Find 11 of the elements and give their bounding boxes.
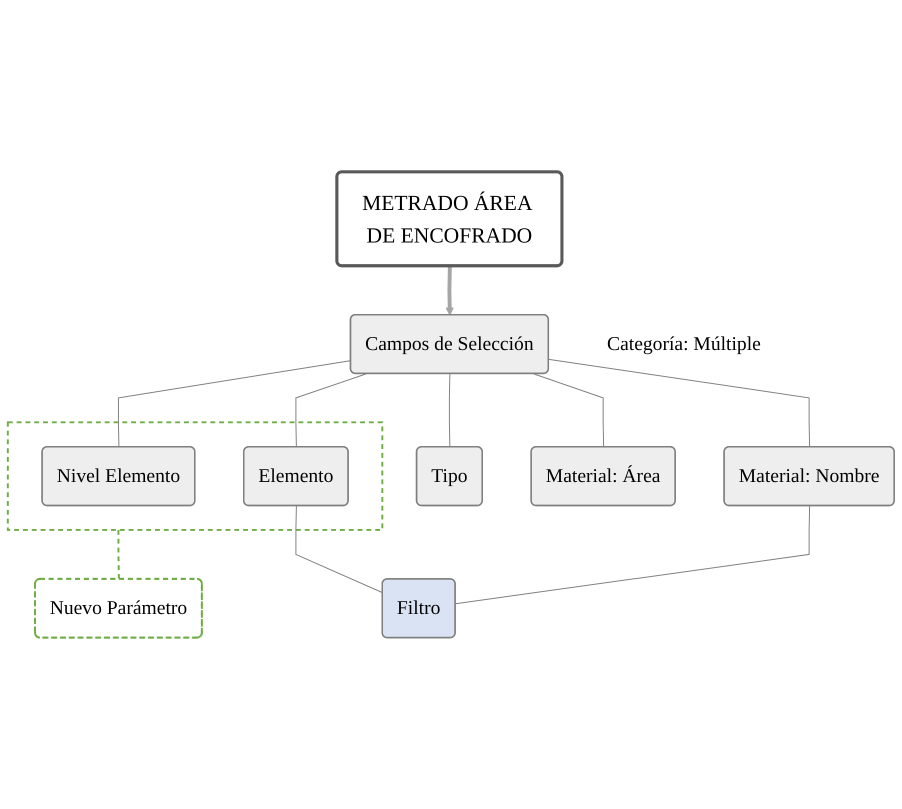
connector (548, 358, 810, 448)
arrow (445, 266, 454, 316)
node-label: Categoría: Múltiple (607, 333, 761, 355)
connector (118, 360, 352, 448)
connector (295, 373, 367, 448)
cluster (6, 421, 384, 531)
connector (448, 373, 450, 448)
connector (455, 505, 810, 604)
connector (117, 530, 120, 580)
connector (295, 505, 384, 594)
connector (533, 373, 604, 448)
